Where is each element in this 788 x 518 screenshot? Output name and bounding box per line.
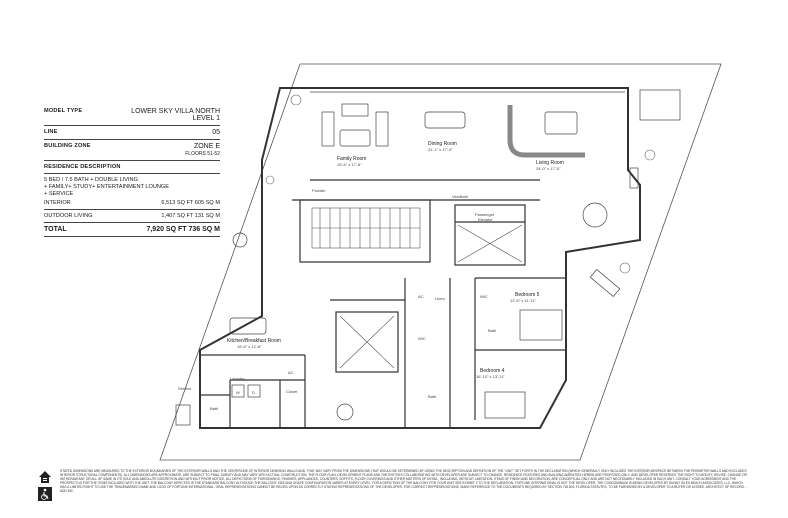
dryer-label: D: [252, 390, 255, 395]
plant-icons: [265, 94, 656, 274]
balcony-outline: [159, 63, 722, 461]
interior-wall-outline: [199, 87, 641, 429]
interior-value: 6,513 SQ FT 605 SQ M: [161, 200, 220, 206]
laundry-label: Laundry: [230, 376, 244, 381]
total-label: TOTAL: [44, 226, 67, 233]
bath-label: Bath: [488, 328, 496, 333]
residence-heading: RESIDENCE DESCRIPTION: [44, 164, 121, 170]
elevator-label: Passenger: [475, 212, 495, 217]
divider: [44, 209, 220, 210]
desc-line: + FAMILY+ STUDY+ ENTERTAINMENT LOUNGE: [44, 184, 170, 190]
wic-label: WIC: [480, 294, 488, 299]
interior-row: INTERIOR 6,513 SQ FT 605 SQ M: [44, 200, 220, 206]
bedroom-5-label: Bedroom 5: [515, 292, 540, 298]
model-type-label: MODEL TYPE: [44, 108, 83, 114]
washer-label: W: [236, 390, 240, 395]
divider: [44, 160, 220, 161]
bath-label: Bath: [210, 406, 218, 411]
family-room-dimensions: 15'-6" x 17'-8": [337, 162, 362, 167]
interior-walls: [200, 179, 566, 428]
living-room-dimensions: 24'-0" x 17'-0": [536, 166, 561, 171]
bedroom-4-label: Bedroom 4: [480, 368, 505, 374]
ac-label: AC: [418, 294, 424, 299]
line-row: LINE 05: [44, 129, 220, 136]
equal-housing-icon: [39, 471, 51, 483]
bedroom-4-dimensions: 16'-10" x 13'-11": [476, 374, 505, 379]
divider: [44, 222, 220, 223]
zone-value: ZONE E: [193, 143, 220, 150]
legal-disclaimer: STATED DIMENSIONS ARE MEASURED TO THE EX…: [60, 469, 747, 493]
floors-value: FLOORS 51-52: [185, 151, 220, 157]
bath-label: Bath: [428, 394, 436, 399]
stair: [311, 207, 421, 249]
living-room-label: Living Room: [536, 160, 564, 166]
total-value: 7,920 SQ FT 736 SQ M: [146, 226, 220, 233]
line-label: LINE: [44, 129, 58, 135]
dining-room-label: Dining Room: [428, 141, 457, 147]
model-type-value: LOWER SKY VILLA NORTH: [131, 108, 220, 115]
linen-label: Linen: [435, 296, 445, 301]
dining-room-dimensions: 21'-1" x 17'-0": [428, 147, 453, 152]
model-type-row: MODEL TYPE LOWER SKY VILLA NORTH LEVEL 1: [44, 108, 220, 122]
divider: [44, 173, 220, 174]
powder-label: Powder: [312, 188, 326, 193]
unit-info-panel: MODEL TYPE LOWER SKY VILLA NORTH LEVEL 1…: [44, 108, 220, 240]
divider: [44, 139, 220, 140]
residence-description: 5 BED / 7.5 BATH + DOUBLE LIVING + FAMIL…: [44, 177, 220, 198]
zone-row: BUILDING ZONE ZONE E FLOORS 51-52: [44, 143, 220, 157]
outdoor-row: OUTDOOR LIVING 1,407 SQ FT 131 SQ M: [44, 213, 220, 219]
zone-label: BUILDING ZONE: [44, 143, 91, 149]
interior-label: INTERIOR: [44, 200, 71, 206]
divider: [44, 236, 220, 237]
desc-line: + SERVICE: [44, 191, 74, 197]
elevator-symbol: [339, 224, 523, 369]
line-value: 05: [212, 129, 220, 136]
wic-label: WIC: [418, 336, 426, 341]
total-row: TOTAL 7,920 SQ FT 736 SQ M: [44, 226, 220, 233]
elevator-label: Elevator: [478, 217, 493, 222]
closet-label: Closet: [286, 389, 298, 394]
divider: [44, 125, 220, 126]
accessibility-icon: [38, 487, 52, 501]
outdoor-label: OUTDOOR LIVING: [44, 213, 93, 219]
service-label: Service: [178, 386, 192, 391]
model-level-value: LEVEL 1: [192, 115, 220, 122]
ac-label: AC: [288, 370, 294, 375]
outdoor-value: 1,407 SQ FT 131 SQ M: [161, 213, 220, 219]
kitchen-dimensions: 19'-6" x 12'-8": [237, 344, 262, 349]
kitchen-label: Kitchen/Breakfast Room: [227, 338, 281, 344]
vestibule-label: Vestibule: [452, 194, 469, 199]
bedroom-5-dimensions: 12'-6" x 11'-11": [510, 298, 537, 303]
family-room-label: Family Room: [337, 156, 366, 162]
desc-line: 5 BED / 7.5 BATH + DOUBLE LIVING: [44, 177, 138, 183]
furniture: [175, 89, 681, 426]
